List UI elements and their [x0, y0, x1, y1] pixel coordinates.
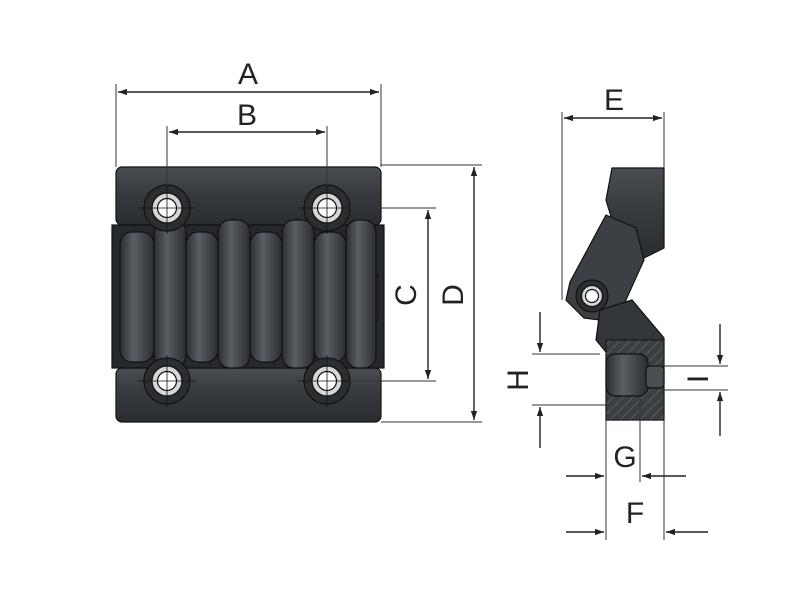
dimension-label-c: C — [390, 284, 423, 306]
side-view — [565, 167, 665, 421]
knuckle — [281, 219, 315, 369]
knuckle — [345, 219, 377, 369]
knuckles — [119, 219, 377, 369]
front-view — [111, 166, 385, 423]
pivot-hole — [575, 279, 609, 313]
dimension-label-d: D — [437, 284, 470, 306]
dimension-label-b: B — [237, 99, 257, 132]
centerlines — [138, 182, 356, 407]
knuckle — [217, 219, 251, 369]
side-dimensions: E G F H I — [502, 84, 728, 540]
side-pin — [605, 353, 649, 397]
knuckle — [313, 231, 347, 363]
dimension-label-e: E — [604, 84, 624, 117]
dimension-label-g: G — [613, 441, 636, 474]
knuckle — [185, 231, 219, 363]
knuckle — [119, 231, 155, 363]
knuckle — [249, 231, 283, 363]
knuckle — [153, 219, 187, 369]
front-dimensions: A B C D — [115, 58, 482, 423]
dimension-label-f: F — [626, 497, 644, 530]
side-pin-tip — [645, 365, 665, 389]
dimension-label-h: H — [502, 369, 535, 391]
dimension-label-a: A — [238, 58, 258, 91]
dimension-label-i: I — [682, 375, 715, 383]
